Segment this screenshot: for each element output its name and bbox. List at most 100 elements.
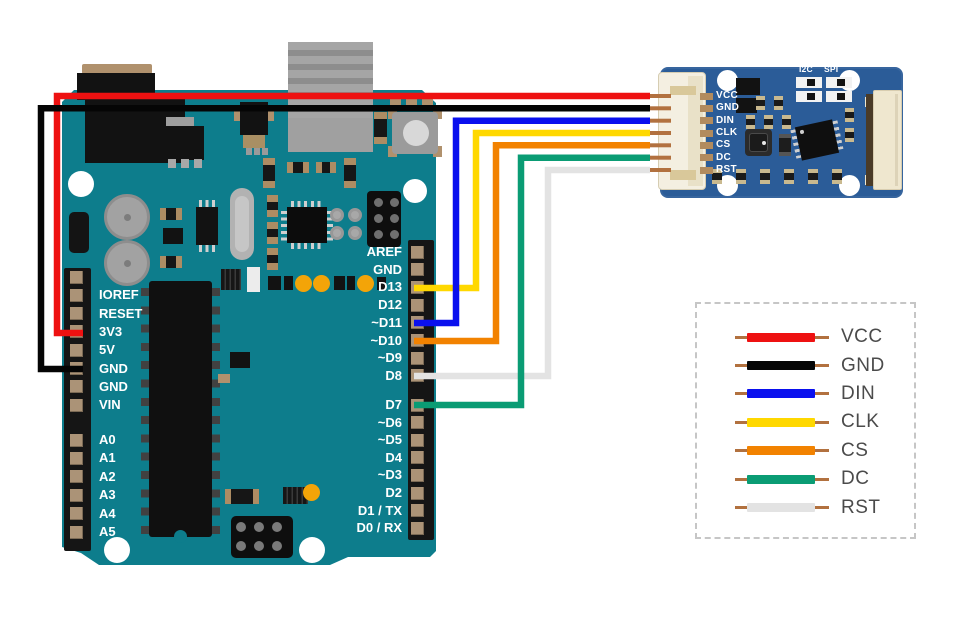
- module-pin-label: DC: [716, 151, 732, 163]
- resistor-array: [283, 487, 308, 504]
- mounting-hole: [104, 537, 130, 563]
- pin-label: D13: [378, 279, 402, 295]
- header-pin-vin: [70, 398, 83, 412]
- jst-slot: [670, 170, 696, 180]
- icsp-pin: [272, 541, 282, 551]
- jst-slot: [670, 86, 696, 95]
- legend-wire-swatch: [735, 332, 829, 342]
- module-pin-label: RST: [716, 164, 737, 175]
- pin-label: RESET: [99, 305, 143, 321]
- legend-wire-color: [747, 503, 815, 513]
- header-pin-d12: [411, 298, 424, 312]
- icsp-pin: [272, 522, 282, 532]
- icsp-pin: [236, 522, 246, 532]
- module-silk-i2c: I2C: [799, 64, 813, 74]
- header-pin-d1-tx: [411, 504, 424, 518]
- module-pin-label: DIN: [716, 114, 735, 126]
- module-smd: [845, 128, 854, 142]
- module-smd: [832, 169, 842, 184]
- module-pin-pad: [700, 117, 713, 125]
- legend-item: GND: [735, 351, 914, 379]
- pin-label: D1 / TX: [357, 502, 402, 518]
- legend-wire-swatch: [735, 446, 829, 456]
- header-pin-aref: [411, 245, 424, 259]
- module-pin-pad: [700, 104, 713, 112]
- legend-item: CS: [735, 437, 914, 465]
- header-pin-a5: [70, 525, 83, 539]
- header-pin-d4: [411, 451, 424, 465]
- pin-label: ~D11: [371, 314, 402, 330]
- header-pin-5v: [70, 343, 83, 357]
- legend-label: RST: [841, 496, 881, 518]
- legend-label: DIN: [841, 382, 876, 404]
- display-module: I2C SPI: [658, 64, 903, 198]
- jumper-shunt: [837, 79, 845, 86]
- legend-wire-color: [747, 361, 815, 371]
- icsp-pin: [236, 541, 246, 551]
- pin-label: ~D9: [377, 350, 402, 366]
- header-pin-d13: [411, 280, 424, 294]
- legend-label: CLK: [841, 411, 880, 433]
- pin-label: A1: [99, 450, 116, 466]
- module-mounting-hole: [717, 175, 738, 196]
- legend-item: VCC: [735, 323, 914, 351]
- header-pin-3v3: [70, 325, 83, 339]
- pin-label: GND: [99, 360, 128, 376]
- pin-label: D2: [385, 485, 402, 500]
- header-pin-a1: [70, 451, 83, 465]
- pin-label: VIN: [99, 397, 121, 413]
- header-pin-~d5: [411, 433, 424, 447]
- pin-label: D0 / RX: [356, 520, 402, 536]
- header-pin-d0-rx: [411, 521, 424, 535]
- mounting-hole: [299, 537, 325, 563]
- module-smd: [736, 169, 746, 184]
- pin-label: ~D10: [370, 332, 402, 348]
- pin-label: GND: [99, 378, 128, 394]
- pin-label: ~D6: [377, 414, 402, 430]
- pin-label: A2: [99, 468, 116, 484]
- legend-wire-swatch: [735, 503, 829, 513]
- module-mounting-hole: [839, 175, 860, 196]
- legend-wire-swatch: [735, 474, 829, 484]
- fpc-bar: [866, 94, 873, 186]
- dip-pins: [141, 288, 149, 535]
- jumper-shunt: [807, 79, 815, 86]
- legend-item: RST: [735, 493, 914, 521]
- smd-component: [225, 489, 259, 504]
- legend-wire-swatch: [735, 417, 829, 427]
- header-pin-nc: [70, 270, 83, 284]
- pin-label: A4: [99, 505, 116, 521]
- usb-connector-cap: [82, 64, 152, 74]
- module-smd: [756, 96, 765, 110]
- legend-label: DC: [841, 468, 870, 490]
- module-smd: [779, 134, 791, 156]
- dip-pins: [212, 288, 220, 535]
- header-pin-d7: [411, 398, 424, 412]
- module-mounting-hole: [717, 70, 738, 91]
- dip-notch: [174, 530, 187, 543]
- module-smd: [784, 169, 794, 184]
- legend-wire-swatch: [735, 361, 829, 371]
- pin-label: D7: [385, 397, 402, 412]
- smd-component: [218, 374, 230, 383]
- k-chip-dot: [762, 141, 766, 145]
- legend-label: CS: [841, 439, 869, 461]
- header-pin-ioref: [70, 288, 83, 302]
- module-pin-label: GND: [716, 102, 740, 114]
- module-smd: [774, 96, 783, 110]
- jumper-shunt: [837, 93, 845, 100]
- header-pin-d8: [411, 369, 424, 383]
- module-pin-pad: [700, 141, 713, 149]
- header-pin-~d6: [411, 416, 424, 430]
- fpc-line: [895, 94, 898, 186]
- module-silk-spi: SPI: [824, 64, 839, 74]
- header-pin-a2: [70, 470, 83, 484]
- pin-label: AREF: [366, 244, 402, 259]
- led: [303, 484, 320, 501]
- k-chip-core: [749, 133, 768, 152]
- module-smd: [712, 169, 722, 184]
- icsp-pin: [254, 522, 264, 532]
- pin-label: D4: [385, 449, 402, 465]
